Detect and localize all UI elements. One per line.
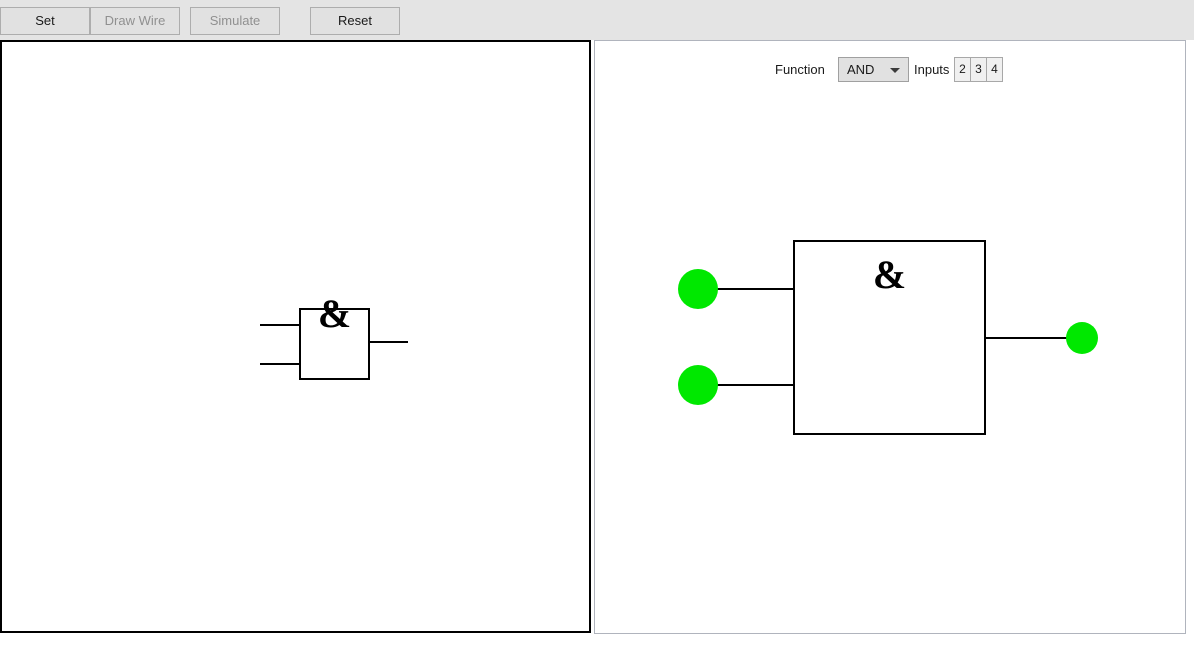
circuit-gate-body[interactable] xyxy=(793,240,986,435)
palette-gate-body[interactable] xyxy=(299,308,370,380)
reset-button[interactable]: Reset xyxy=(310,7,400,35)
circuit-input-node-2[interactable] xyxy=(678,365,718,405)
circuit-input-node-1[interactable] xyxy=(678,269,718,309)
function-select[interactable]: AND xyxy=(838,57,909,82)
circuit-gate-symbol: & xyxy=(872,252,907,297)
simulate-button[interactable]: Simulate xyxy=(190,7,280,35)
inputs-count-button-4[interactable]: 4 xyxy=(986,57,1003,82)
palette-gate-output-wire xyxy=(368,341,408,343)
inputs-count-button-3[interactable]: 3 xyxy=(970,57,987,82)
palette-panel[interactable]: & xyxy=(0,40,591,633)
inputs-count-button-2[interactable]: 2 xyxy=(954,57,971,82)
gate-properties-bar: Function AND Inputs 2 3 4 xyxy=(595,53,1185,87)
circuit-output-node[interactable] xyxy=(1066,322,1098,354)
palette-gate-symbol: & xyxy=(317,291,352,336)
circuit-input-wire-2[interactable] xyxy=(714,384,795,386)
set-button[interactable]: Set xyxy=(0,7,90,35)
toolbar: Set Draw Wire Simulate Reset xyxy=(0,0,1194,40)
inputs-label: Inputs xyxy=(914,62,950,77)
circuit-input-wire-1[interactable] xyxy=(714,288,795,290)
draw-wire-button[interactable]: Draw Wire xyxy=(90,7,180,35)
palette-gate-input-wire-2 xyxy=(260,363,302,365)
function-label: Function xyxy=(775,62,825,77)
function-select-value: AND xyxy=(847,62,875,77)
circuit-output-wire[interactable] xyxy=(984,337,1069,339)
palette-gate-input-wire-1 xyxy=(260,324,302,326)
chevron-down-icon xyxy=(890,68,900,73)
